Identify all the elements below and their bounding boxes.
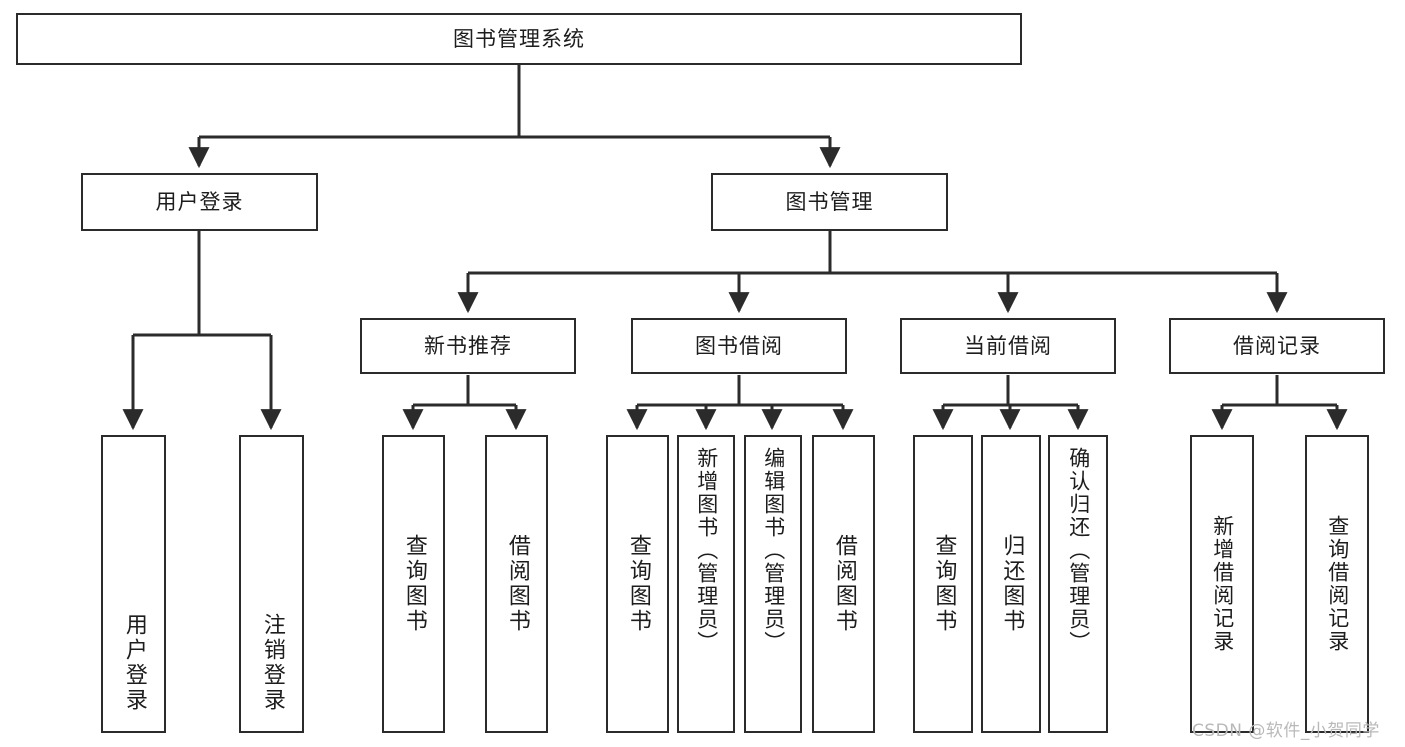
node-user-login-label: 用户登录 [155, 189, 244, 214]
node-leaf-query-book-2-label: 查询图书 [625, 534, 651, 634]
node-leaf-borrow-book-1-label: 借阅图书 [504, 534, 530, 634]
node-leaf-add-book[interactable]: 新增图书（管理员） [677, 435, 735, 733]
node-borrow-record[interactable]: 借阅记录 [1169, 318, 1385, 374]
node-root-label: 图书管理系统 [453, 26, 585, 51]
node-leaf-query-borrow-record-label: 查询借阅记录 [1325, 515, 1350, 653]
node-leaf-query-book-1-label: 查询图书 [401, 534, 427, 634]
node-leaf-user-login-label: 用户登录 [121, 613, 147, 713]
node-book-borrow-label: 图书借阅 [695, 333, 783, 358]
node-leaf-query-book-2[interactable]: 查询图书 [606, 435, 669, 733]
node-leaf-user-login[interactable]: 用户登录 [101, 435, 166, 733]
node-leaf-add-book-label: 新增图书（管理员） [694, 447, 719, 654]
node-leaf-query-book-1[interactable]: 查询图书 [382, 435, 445, 733]
node-leaf-add-borrow-record-label: 新增借阅记录 [1210, 515, 1235, 653]
node-new-book-recommend[interactable]: 新书推荐 [360, 318, 576, 374]
node-leaf-confirm-return-label: 确认归还（管理员） [1066, 447, 1091, 654]
watermark: CSDN @软件_小贺同学 [1192, 721, 1380, 741]
node-current-borrow[interactable]: 当前借阅 [900, 318, 1116, 374]
node-leaf-borrow-book-2-label: 借阅图书 [831, 534, 857, 634]
node-leaf-confirm-return[interactable]: 确认归还（管理员） [1048, 435, 1108, 733]
node-leaf-query-book-3-label: 查询图书 [931, 534, 957, 634]
node-current-borrow-label: 当前借阅 [964, 333, 1052, 358]
node-leaf-query-book-3[interactable]: 查询图书 [913, 435, 973, 733]
node-leaf-borrow-book-1[interactable]: 借阅图书 [485, 435, 548, 733]
node-leaf-edit-book-label: 编辑图书（管理员） [761, 447, 786, 654]
node-leaf-user-logout-label: 注销登录 [259, 613, 285, 713]
node-user-login[interactable]: 用户登录 [81, 173, 318, 231]
node-leaf-borrow-book-2[interactable]: 借阅图书 [812, 435, 875, 733]
node-book-management-label: 图书管理 [785, 189, 874, 214]
node-borrow-record-label: 借阅记录 [1233, 333, 1321, 358]
node-leaf-add-borrow-record[interactable]: 新增借阅记录 [1190, 435, 1254, 733]
node-leaf-return-book-label: 归还图书 [999, 534, 1025, 634]
node-new-book-recommend-label: 新书推荐 [424, 333, 512, 358]
node-leaf-query-borrow-record[interactable]: 查询借阅记录 [1305, 435, 1369, 733]
node-root[interactable]: 图书管理系统 [16, 13, 1022, 65]
node-leaf-edit-book[interactable]: 编辑图书（管理员） [744, 435, 802, 733]
node-leaf-user-logout[interactable]: 注销登录 [239, 435, 304, 733]
node-book-management[interactable]: 图书管理 [711, 173, 948, 231]
node-leaf-return-book[interactable]: 归还图书 [981, 435, 1041, 733]
node-book-borrow[interactable]: 图书借阅 [631, 318, 847, 374]
